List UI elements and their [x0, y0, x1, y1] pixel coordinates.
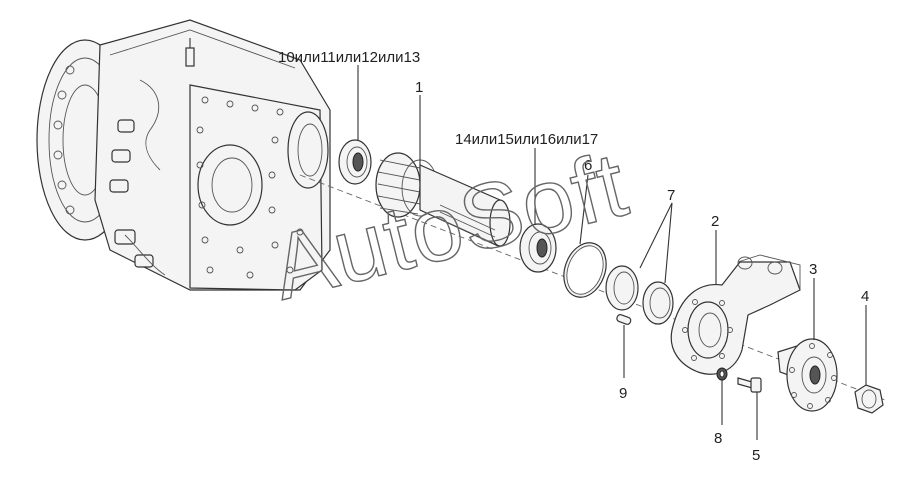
label-5: 5 [752, 447, 760, 464]
bearing-part-14 [519, 223, 557, 273]
label-2: 2 [711, 213, 719, 230]
label-1: 1 [415, 79, 423, 96]
label-8: 8 [714, 430, 722, 447]
label-9: 9 [619, 385, 627, 402]
gearbox-housing [36, 19, 331, 291]
bearing-part-10 [338, 139, 372, 185]
pin-part-9 [616, 314, 632, 325]
label-14-17: 14или15или16или17 [455, 131, 598, 148]
nut-part-4 [854, 384, 884, 414]
label-10-13: 10или11или12или13 [278, 49, 420, 66]
label-6: 6 [584, 157, 592, 174]
label-7: 7 [667, 187, 675, 204]
bolt-part-5 [737, 377, 762, 393]
label-3: 3 [809, 261, 817, 278]
flange-part-3 [777, 338, 838, 412]
shaft-gear-part-1 [375, 152, 511, 247]
bracket-part-2 [670, 254, 801, 375]
o-ring-part-6 [563, 242, 607, 298]
seal-part-7 [605, 265, 674, 325]
label-4: 4 [861, 288, 869, 305]
washer-part-8 [716, 367, 728, 381]
leader-lines [357, 65, 867, 440]
